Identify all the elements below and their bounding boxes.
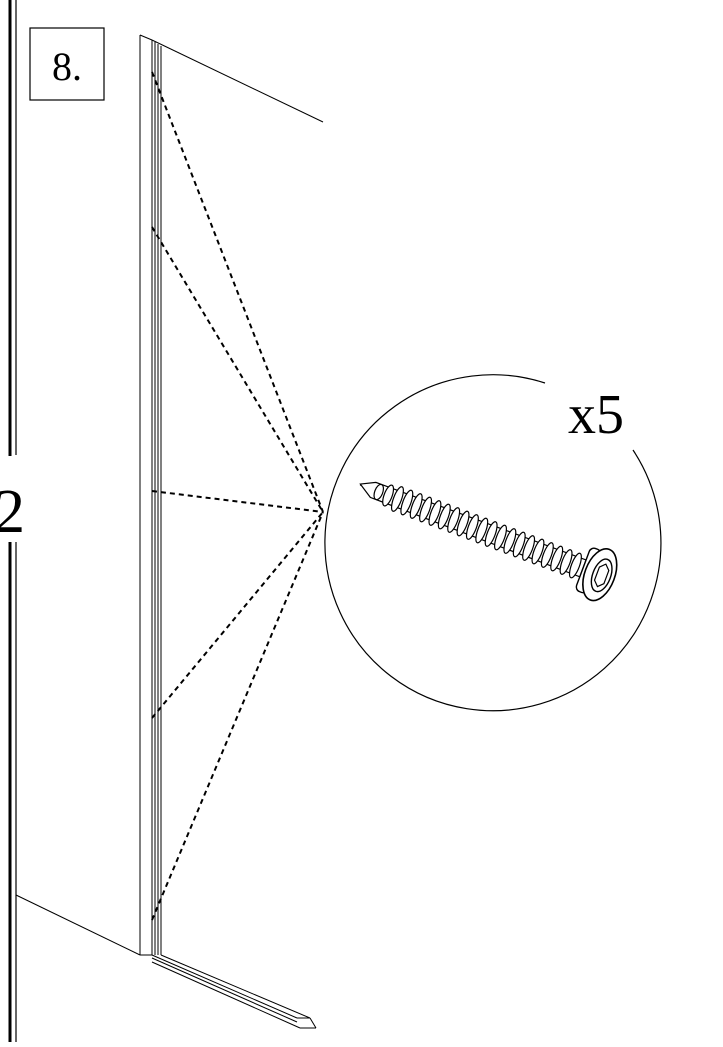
quantity-label: x5 — [568, 384, 624, 446]
screw-thread — [382, 484, 395, 507]
screw-thread — [409, 493, 423, 519]
leader-lines — [151, 71, 324, 921]
side-label: 2 — [0, 478, 25, 546]
side-label-mask — [0, 456, 16, 542]
screw-thread — [522, 535, 536, 561]
step-number-box: 8. — [29, 27, 105, 101]
screw-thread — [390, 486, 404, 512]
screw-thread — [447, 507, 461, 533]
screw-thread — [503, 528, 517, 554]
callout-circle: x5 — [324, 374, 662, 712]
screw-icon — [359, 481, 618, 602]
screw-thread — [559, 549, 573, 575]
screw-thread — [475, 517, 489, 544]
screw-thread — [400, 489, 414, 516]
side-panel — [15, 34, 324, 956]
screw-thread — [484, 521, 498, 547]
screw-thread — [531, 538, 545, 565]
screw-thread — [465, 514, 479, 540]
screw-thread — [428, 500, 442, 526]
screw-thread — [494, 524, 507, 551]
screw-thread — [437, 503, 451, 530]
screw-thread — [373, 483, 385, 501]
step-number: 8. — [52, 44, 82, 89]
bottom-rail — [151, 954, 317, 1029]
screw-thread — [540, 542, 554, 568]
screw-thread — [419, 496, 433, 523]
screw-thread — [550, 545, 564, 572]
screw-thread — [568, 552, 582, 579]
screw-thread — [512, 531, 526, 558]
